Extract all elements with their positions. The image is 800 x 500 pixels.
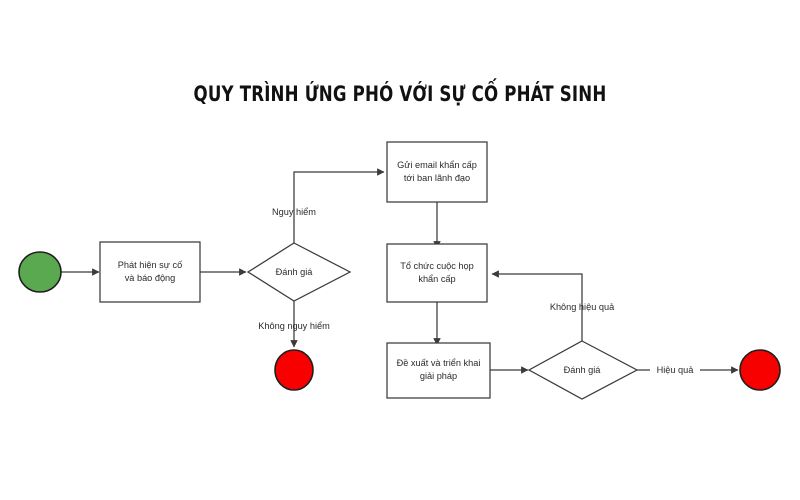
page-title: QUY TRÌNH ỨNG PHÓ VỚI SỰ CỐ PHÁT SINH (193, 82, 607, 106)
node-detect-shape[interactable] (99, 241, 201, 303)
edge-assess2-to-meeting (491, 270, 583, 341)
node-assess2-shape[interactable] (527, 340, 639, 400)
node-meeting-shape[interactable] (386, 243, 488, 303)
node-email-shape[interactable] (386, 141, 488, 203)
node-end-done-shape[interactable] (739, 349, 781, 391)
node-solution-shape[interactable] (386, 342, 491, 399)
node-start-shape[interactable] (18, 251, 62, 293)
node-end-safe-shape[interactable] (274, 349, 314, 391)
node-assess1-shape[interactable] (246, 242, 352, 302)
edge-assess1-to-email (293, 168, 385, 243)
